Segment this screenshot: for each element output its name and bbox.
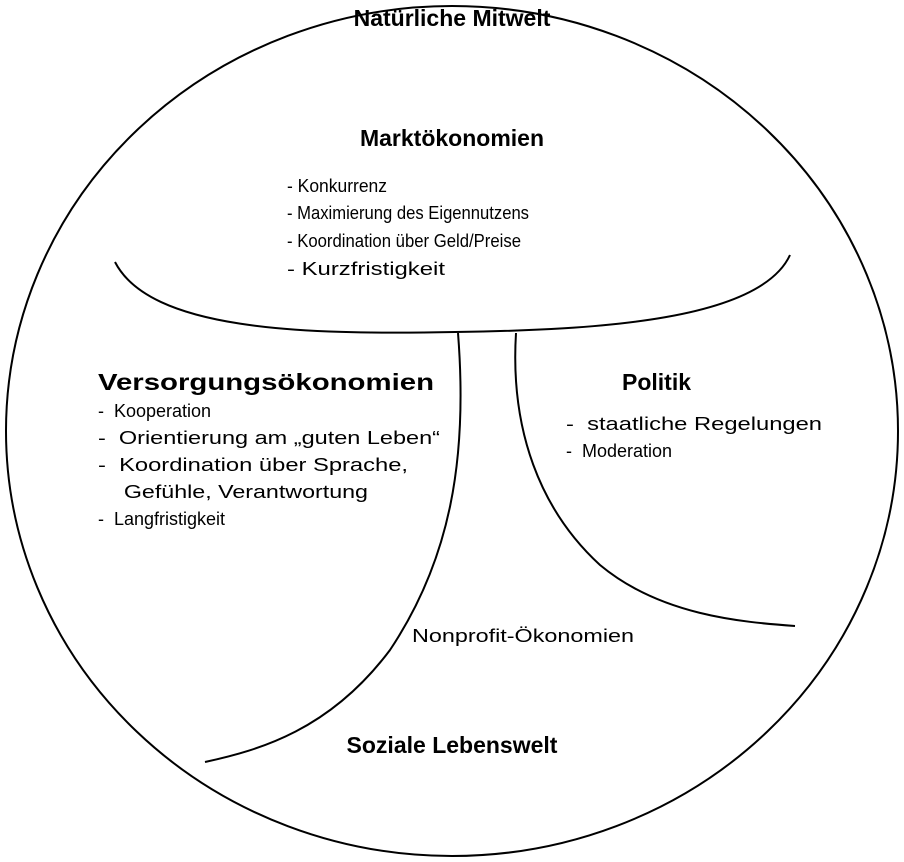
markt-item: - Maximierung des Eigennutzens [287, 203, 529, 223]
market-arc [114, 254, 791, 334]
markt-title: Marktökonomien [360, 125, 544, 151]
versorgung-item: Gefühle, Verantwortung [98, 482, 368, 502]
markt-item: - Koordination über Geld/Preise [287, 231, 521, 251]
bottom-title: Soziale Lebenswelt [347, 732, 558, 758]
nonprofit-label: Nonprofit-Ökonomien [412, 626, 634, 646]
versorgung-item: - Langfristigkeit [98, 509, 225, 529]
outer-circle [5, 5, 899, 857]
markt-item: - Konkurrenz [287, 176, 387, 196]
markt-item: - Kurzfristigkeit [287, 259, 445, 279]
versorgung-boundary [204, 332, 462, 763]
outer-title: Natürliche Mitwelt [354, 5, 551, 31]
politik-boundary [514, 332, 796, 627]
politik-title: Politik [622, 369, 691, 395]
versorgung-item: - Orientierung am „guten Leben“ [98, 428, 440, 448]
versorgung-item: - Koordination über Sprache, [98, 455, 408, 475]
politik-item: - Moderation [566, 441, 672, 461]
versorgung-item: - Kooperation [98, 401, 211, 421]
politik-item: - staatliche Regelungen [566, 414, 822, 434]
versorgung-title: Versorgungsökonomien [98, 369, 434, 395]
